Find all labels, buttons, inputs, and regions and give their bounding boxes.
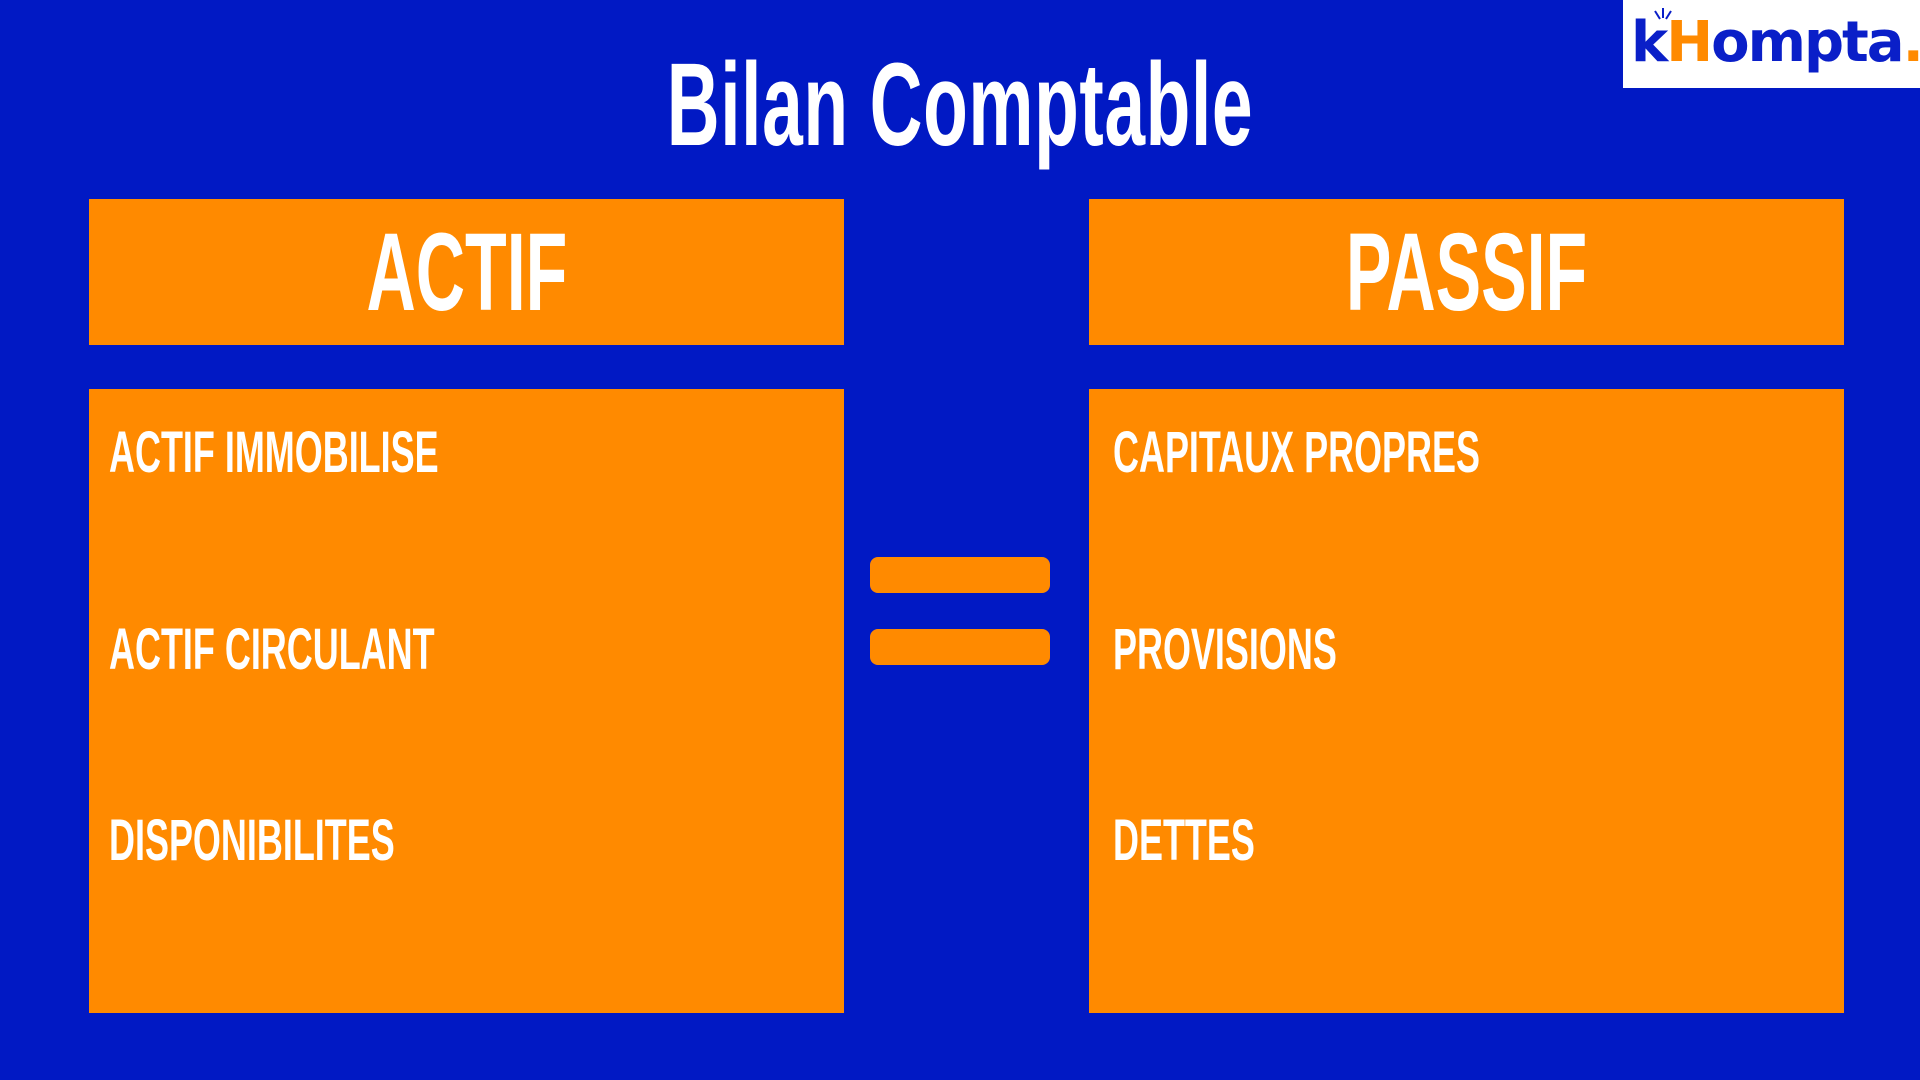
actif-item: DISPONIBILITES <box>109 808 395 873</box>
actif-item: ACTIF CIRCULANT <box>109 617 435 682</box>
actif-panel: ACTIF IMMOBILISE ACTIF CIRCULANT DISPONI… <box>89 389 844 1013</box>
logo-k: k <box>1631 10 1668 75</box>
actif-header-label: ACTIF <box>366 210 567 334</box>
passif-header: PASSIF <box>1089 199 1844 345</box>
passif-item: CAPITAUX PROPRES <box>1113 420 1480 485</box>
logo-ompta: ompta <box>1711 10 1904 75</box>
passif-panel: CAPITAUX PROPRES PROVISIONS DETTES <box>1089 389 1844 1013</box>
equals-icon-top-bar <box>870 557 1050 593</box>
page-title: Bilan Comptable <box>666 39 1254 171</box>
equals-icon-bottom-bar <box>870 629 1050 665</box>
khompta-logo: kHompta. <box>1623 0 1920 88</box>
logo-h: H <box>1666 10 1713 75</box>
spark-icon <box>1654 8 1672 20</box>
passif-item: PROVISIONS <box>1113 617 1337 682</box>
actif-header: ACTIF <box>89 199 844 345</box>
logo-dot: . <box>1902 10 1920 75</box>
passif-header-label: PASSIF <box>1345 210 1588 334</box>
page-title-wrap: Bilan Comptable <box>0 40 1920 170</box>
passif-item: DETTES <box>1113 808 1255 873</box>
logo-wordmark: kHompta. <box>1631 8 1920 78</box>
actif-item: ACTIF IMMOBILISE <box>109 420 439 485</box>
